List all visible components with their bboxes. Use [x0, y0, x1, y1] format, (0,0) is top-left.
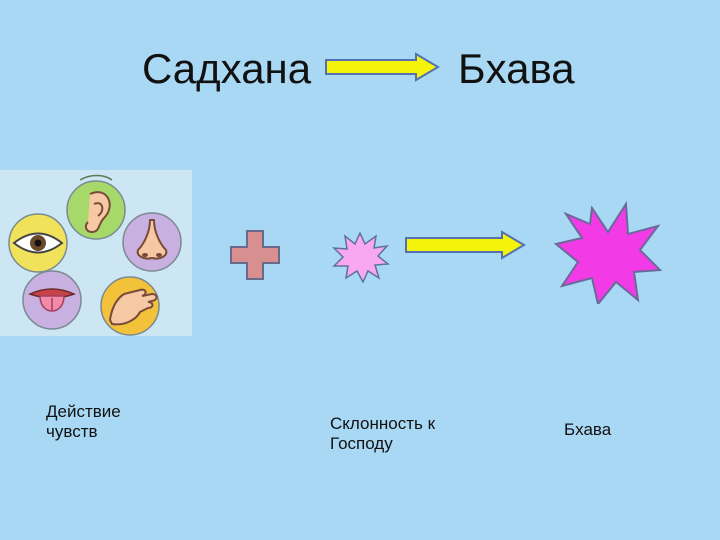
caption-senses-line2: чувств [46, 422, 98, 442]
eye-icon [8, 213, 68, 273]
caption-inclination-line2: Господу [330, 434, 393, 454]
ear-icon [66, 174, 126, 240]
title-bhava: Бхава [458, 45, 575, 92]
nose-icon [122, 212, 182, 272]
tongue-icon [22, 270, 82, 330]
senses-image [0, 170, 192, 336]
caption-senses-line1: Действие [46, 402, 121, 421]
small-star-icon [332, 231, 390, 284]
caption-bhava: Бхава [564, 420, 612, 439]
caption-inclination: Склонность к Господу [330, 414, 470, 455]
arrow-icon [405, 230, 526, 260]
title-arrow-icon [325, 52, 440, 82]
caption-senses: Действие чувств [46, 402, 166, 443]
big-star-icon [554, 200, 663, 304]
hand-icon [100, 276, 160, 336]
caption-inclination-line1: Склонность к [330, 414, 436, 433]
plus-icon [230, 230, 280, 280]
title-sadhana: Садхана [142, 45, 312, 92]
